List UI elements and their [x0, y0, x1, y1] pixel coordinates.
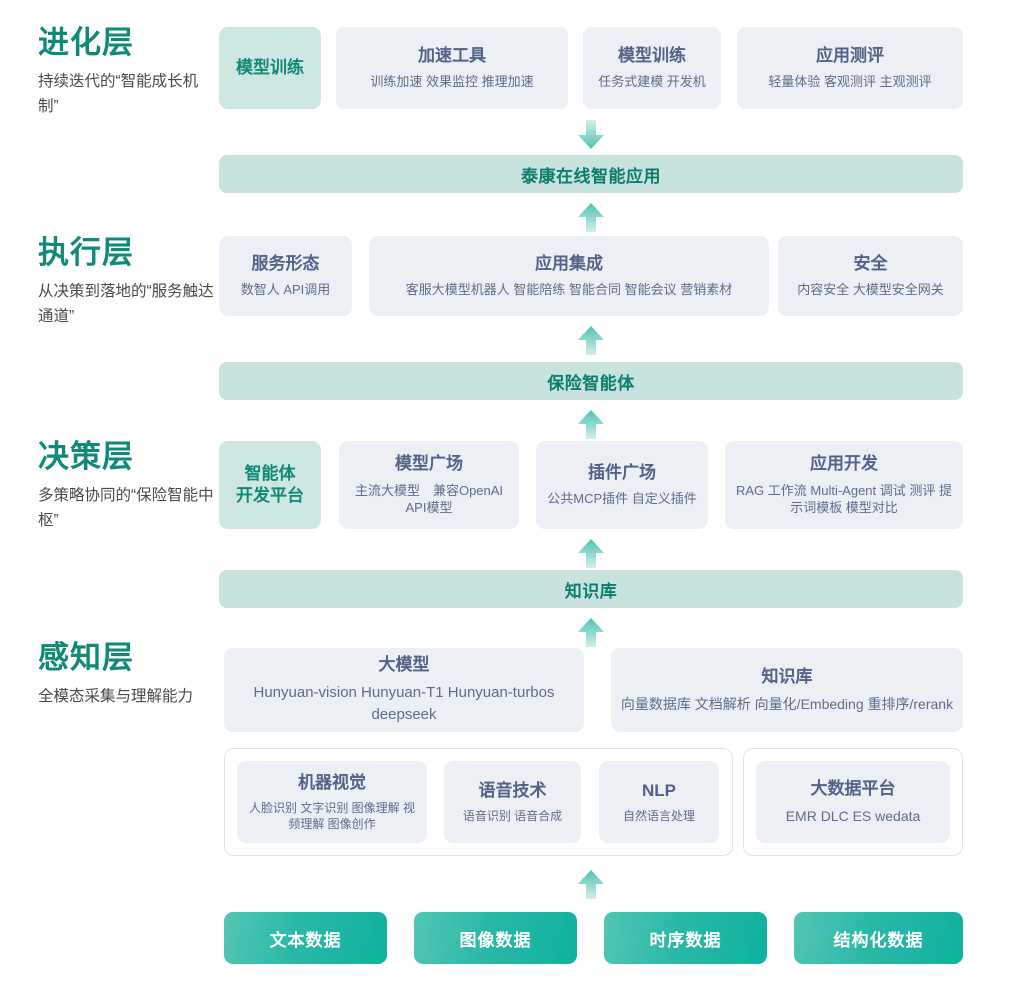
- card-subtitle: 语音识别 语音合成: [462, 809, 563, 824]
- chip-label: 图像数据: [459, 930, 532, 950]
- card-perception-knowledge-base[interactable]: 知识库 向量数据库 文档解析 向量化/Embeding 重排序/rerank: [611, 648, 963, 732]
- chip-image-data[interactable]: 图像数据: [414, 912, 577, 964]
- card-subtitle: 客服大模型机器人 智能陪练 智能合同 智能会议 营销素材: [405, 282, 733, 298]
- layer-title: 决策层: [38, 439, 134, 474]
- layer-title: 执行层: [38, 235, 134, 270]
- card-execution-security[interactable]: 安全 内容安全 大模型安全网关: [778, 236, 963, 316]
- card-title: 安全: [853, 254, 888, 274]
- arrow-up-from-decision-icon: [577, 409, 605, 439]
- card-perception-speech-tech[interactable]: 语音技术 语音识别 语音合成: [444, 761, 581, 843]
- card-decision-app-development[interactable]: 应用开发 RAG 工作流 Multi-Agent 调试 测评 提示词模板 模型对…: [725, 441, 963, 529]
- card-subtitle: 主流大模型 兼容OpenAI API模型: [354, 482, 504, 516]
- chip-label: 结构化数据: [833, 930, 924, 950]
- card-subtitle: RAG 工作流 Multi-Agent 调试 测评 提示词模板 模型对比: [736, 482, 952, 516]
- chip-label: 时序数据: [649, 930, 722, 950]
- arrow-up-from-execution-icon: [577, 202, 605, 232]
- card-evolution-app-evaluation[interactable]: 应用测评 轻量体验 客观测评 主观测评: [737, 27, 963, 109]
- card-subtitle: 任务式建模 开发机: [598, 74, 706, 90]
- card-title: 语音技术: [478, 780, 547, 800]
- card-perception-nlp[interactable]: NLP 自然语言处理: [599, 761, 719, 843]
- card-subtitle: 人脸识别 文字识别 图像理解 视频理解 图像创作: [248, 800, 415, 832]
- card-title: 加速工具: [418, 46, 486, 66]
- layer-desc: 持续迭代的“智能成长机制”: [38, 73, 199, 116]
- card-title: 模型训练: [236, 58, 304, 78]
- card-decision-plugin-plaza[interactable]: 插件广场 公共MCP插件 自定义插件: [536, 441, 708, 529]
- chip-time-series-data[interactable]: 时序数据: [604, 912, 767, 964]
- arrow-up-to-kb-icon: [577, 538, 605, 568]
- layer-label-execution: 执行层 从决策到落地的“服务触达通道”: [38, 235, 214, 329]
- card-perception-large-model[interactable]: 大模型 Hunyuan-vision Hunyuan-T1 Hunyuan-tu…: [224, 648, 584, 732]
- layer-label-perception: 感知层 全模态采集与理解能力: [38, 640, 214, 709]
- chip-structured-data[interactable]: 结构化数据: [794, 912, 963, 964]
- card-title: 应用集成: [535, 254, 603, 274]
- band-knowledge-base[interactable]: 知识库: [219, 570, 963, 608]
- chip-text-data[interactable]: 文本数据: [224, 912, 387, 964]
- layer-desc: 多策略协同的“保险智能中枢”: [38, 487, 214, 530]
- band-insurance-agent[interactable]: 保险智能体: [219, 362, 963, 400]
- card-execution-service-form[interactable]: 服务形态 数智人 API调用: [219, 236, 352, 316]
- arrow-up-from-data-icon: [577, 869, 605, 899]
- layer-label-decision: 决策层 多策略协同的“保险智能中枢”: [38, 439, 214, 533]
- card-execution-app-integration[interactable]: 应用集成 客服大模型机器人 智能陪练 智能合同 智能会议 营销素材: [369, 236, 769, 316]
- chip-label: 文本数据: [269, 930, 342, 950]
- band-taikang-online-ai-application[interactable]: 泰康在线智能应用: [219, 155, 963, 193]
- arrow-up-to-agent-icon: [577, 325, 605, 355]
- card-title: 应用测评: [816, 46, 884, 66]
- card-title: 智能体 开发平台: [236, 463, 304, 505]
- card-title: 模型广场: [395, 454, 463, 474]
- card-perception-machine-vision[interactable]: 机器视觉 人脸识别 文字识别 图像理解 视频理解 图像创作: [237, 761, 427, 843]
- card-subtitle: 数智人 API调用: [240, 282, 331, 298]
- arrow-up-from-perception-icon: [577, 617, 605, 647]
- layer-desc: 从决策到落地的“服务触达通道”: [38, 283, 214, 326]
- card-subtitle: 自然语言处理: [622, 809, 695, 824]
- card-subtitle: 训练加速 效果监控 推理加速: [370, 74, 534, 90]
- card-perception-big-data-platform[interactable]: 大数据平台 EMR DLC ES wedata: [756, 761, 950, 843]
- band-label: 保险智能体: [547, 373, 635, 393]
- card-subtitle: 公共MCP插件 自定义插件: [547, 491, 697, 507]
- card-title: 应用开发: [810, 454, 878, 474]
- card-decision-agent-dev-platform-highlight[interactable]: 智能体 开发平台: [219, 441, 321, 529]
- card-evolution-acceleration-tools[interactable]: 加速工具 训练加速 效果监控 推理加速: [336, 27, 568, 109]
- card-subtitle: 向量数据库 文档解析 向量化/Embeding 重排序/rerank: [620, 695, 954, 712]
- band-label: 泰康在线智能应用: [521, 166, 661, 186]
- card-subtitle: Hunyuan-vision Hunyuan-T1 Hunyuan-turbos…: [253, 684, 555, 724]
- card-title: 模型训练: [618, 46, 686, 66]
- card-subtitle: 内容安全 大模型安全网关: [797, 282, 944, 298]
- layer-title: 感知层: [38, 640, 134, 675]
- card-title: 机器视觉: [298, 772, 366, 792]
- card-title: 插件广场: [588, 463, 656, 483]
- card-subtitle: EMR DLC ES wedata: [785, 807, 921, 824]
- layer-label-evolution: 进化层 持续迭代的“智能成长机制”: [38, 25, 214, 119]
- card-title: 大模型: [378, 655, 430, 675]
- card-evolution-model-training-highlight[interactable]: 模型训练: [219, 27, 321, 109]
- card-title: NLP: [642, 780, 676, 800]
- card-title: 知识库: [761, 666, 813, 686]
- band-label: 知识库: [564, 581, 618, 601]
- card-decision-model-plaza[interactable]: 模型广场 主流大模型 兼容OpenAI API模型: [339, 441, 519, 529]
- card-evolution-model-training[interactable]: 模型训练 任务式建模 开发机: [583, 27, 721, 109]
- arrow-down-to-app-icon: [577, 120, 605, 150]
- layer-title: 进化层: [38, 25, 134, 60]
- card-subtitle: 轻量体验 客观测评 主观测评: [768, 74, 932, 90]
- card-title: 大数据平台: [810, 779, 896, 799]
- card-title: 服务形态: [251, 254, 320, 274]
- layer-desc: 全模态采集与理解能力: [38, 688, 194, 706]
